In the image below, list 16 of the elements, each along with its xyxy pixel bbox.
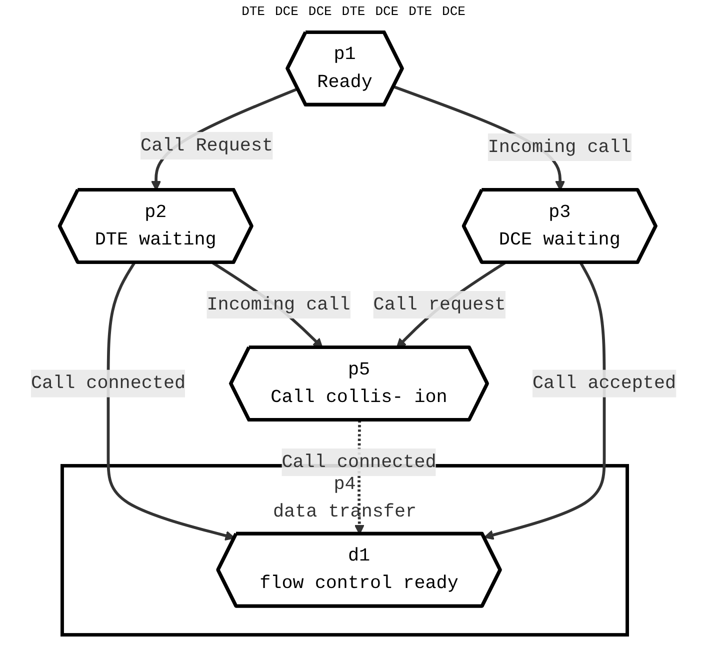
edge-label: Incoming call <box>488 136 632 158</box>
edge-label: Call connected <box>30 373 186 394</box>
port-label: DTE <box>408 4 432 19</box>
arrow <box>484 262 606 540</box>
port-label: DCE <box>308 4 332 19</box>
port-label: DCE <box>375 4 399 19</box>
edge-label: Call accepted <box>532 373 676 394</box>
edge-label: Call Request <box>140 135 274 156</box>
port-label: DCE <box>442 4 466 19</box>
port-label: DTE <box>342 4 366 19</box>
edge-label: Call request <box>373 294 506 316</box>
edge-label: Incoming call <box>206 294 350 316</box>
port-label: DTE <box>242 4 265 19</box>
edge-label: Call connected <box>282 452 436 473</box>
arrow <box>106 262 236 541</box>
port-label: DCE <box>274 4 298 19</box>
